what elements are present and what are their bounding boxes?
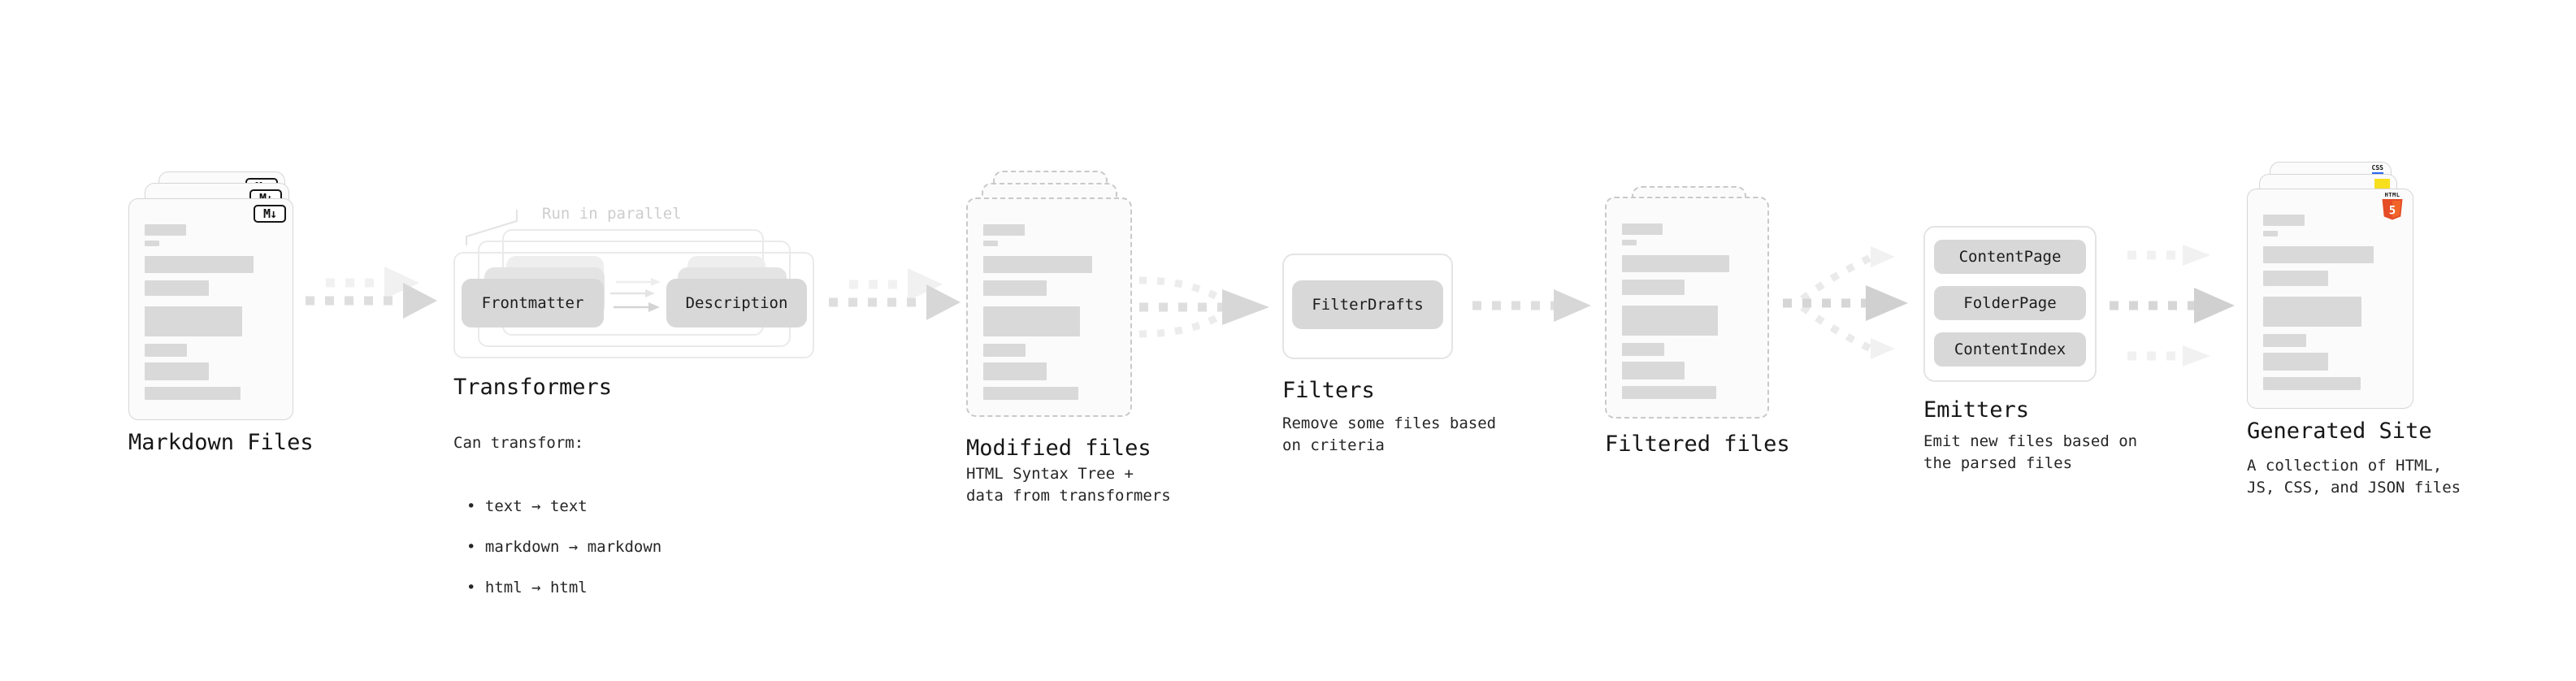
stage-title-generated-site: Generated Site [2247, 419, 2432, 444]
doc-line [1622, 223, 1663, 235]
doc-line [983, 241, 998, 246]
doc-line [145, 241, 160, 246]
flow-arrow-emitters-to-generated [2110, 245, 2235, 367]
flow-arrow-modified-to-filters [1138, 276, 1269, 338]
doc-line [2263, 215, 2305, 226]
js-icon [2374, 179, 2390, 189]
doc-line [1622, 280, 1685, 295]
doc-line [2263, 297, 2362, 327]
doc-line [1622, 343, 1664, 356]
doc-line [983, 387, 1079, 400]
doc-line [2263, 271, 2328, 286]
doc-line [145, 280, 209, 296]
doc-line [2263, 334, 2307, 347]
doc-line [983, 224, 1025, 236]
doc-line [983, 362, 1047, 380]
doc-line [1622, 306, 1718, 336]
doc-line [983, 344, 1026, 357]
stage-markdown-files: M↓ M↓ M↓ [128, 171, 327, 423]
stage-generated-site: CSS HTML 5 [2247, 162, 2418, 414]
flow-arrow-markdown-to-transformers [306, 267, 437, 319]
filter-pill-filterdrafts: FilterDrafts [1292, 280, 1443, 329]
generated-site-description: A collection of HTML, JS, CSS, and JSON … [2247, 457, 2461, 497]
markdown-icon-label: M↓ [262, 206, 277, 221]
annotation-leader-line [466, 210, 518, 245]
transformers-bullet: • markdown → markdown [466, 538, 662, 556]
html5-icon-label: HTML [2384, 192, 2400, 198]
doc-line [983, 256, 1092, 273]
doc-line [2263, 377, 2361, 390]
doc-line [983, 306, 1080, 336]
stage-modified-files [966, 171, 1137, 423]
stage-title-markdown-files: Markdown Files [128, 430, 314, 455]
doc-line [1622, 362, 1685, 380]
doc-line [1622, 386, 1716, 399]
stage-title-transformers: Transformers [453, 375, 613, 400]
stage-title-modified-files: Modified files [966, 436, 1151, 461]
stage-title-filters: Filters [1282, 378, 1375, 403]
stage-transformers: Run in parallel Frontmatter Description [453, 205, 876, 367]
doc-line [145, 224, 186, 236]
flow-arrow-transformers-to-modified [829, 268, 961, 320]
doc-line [145, 387, 241, 400]
filtered-file-doc [1605, 197, 1769, 419]
transformer-step-arrows [610, 278, 661, 312]
markdown-icon: M↓ [254, 205, 286, 223]
doc-content-lines [2263, 215, 2398, 390]
transformers-bullet-list: • text → text • markdown → markdown • ht… [453, 476, 661, 618]
doc-line [2263, 231, 2279, 236]
doc-content-lines [1622, 223, 1753, 399]
transformer-card [453, 252, 814, 358]
doc-line [2263, 246, 2374, 263]
flow-arrow-filtered-to-emitters [1783, 246, 1908, 359]
emitter-pill-contentpage: ContentPage [1934, 240, 2086, 274]
transformers-bullet: • text → text [466, 497, 588, 515]
emitters-description: Emit new files based on the parsed files [1923, 432, 2138, 472]
modified-files-description: HTML Syntax Tree + data from transformer… [966, 465, 1171, 505]
doc-line [145, 344, 188, 357]
html5-shield: 5 [2382, 199, 2403, 220]
html5-icon-number: 5 [2389, 205, 2396, 218]
markdown-file-doc: M↓ [128, 198, 293, 420]
run-in-parallel-annotation: Run in parallel [542, 205, 682, 223]
doc-line [145, 306, 242, 336]
transformers-bullet: • html → html [466, 579, 588, 596]
emitter-pill-folderpage: FolderPage [1934, 286, 2086, 320]
generated-file-doc-html: HTML 5 [2247, 189, 2413, 409]
flow-arrow-filters-to-filtered [1472, 289, 1591, 322]
transformer-pill-frontmatter: Frontmatter [462, 279, 604, 327]
emitter-pill-contentindex: ContentIndex [1934, 332, 2086, 367]
doc-line [983, 280, 1047, 296]
stage-emitters: ContentPage FolderPage ContentIndex [1923, 226, 2097, 382]
transformer-pill-description: Description [666, 279, 807, 327]
doc-line [145, 362, 209, 380]
stage-title-emitters: Emitters [1923, 397, 2030, 423]
transformers-description: Can transform: • text → text • markdown … [453, 410, 661, 640]
stage-title-filtered-files: Filtered files [1605, 432, 1790, 457]
transformers-desc-heading: Can transform: [453, 434, 584, 452]
css-icon: CSS [2371, 165, 2383, 174]
filters-description: Remove some files based on criteria [1282, 414, 1497, 454]
doc-line [1622, 240, 1637, 245]
html5-icon: HTML 5 [2382, 193, 2403, 221]
doc-line [1622, 255, 1730, 272]
doc-line [2263, 353, 2328, 371]
doc-line [145, 256, 254, 273]
stage-filtered-files [1605, 186, 1776, 422]
stage-filters: FilterDrafts [1282, 254, 1453, 359]
doc-content-lines [983, 224, 1116, 400]
doc-content-lines [145, 224, 278, 400]
modified-file-doc [966, 197, 1132, 417]
